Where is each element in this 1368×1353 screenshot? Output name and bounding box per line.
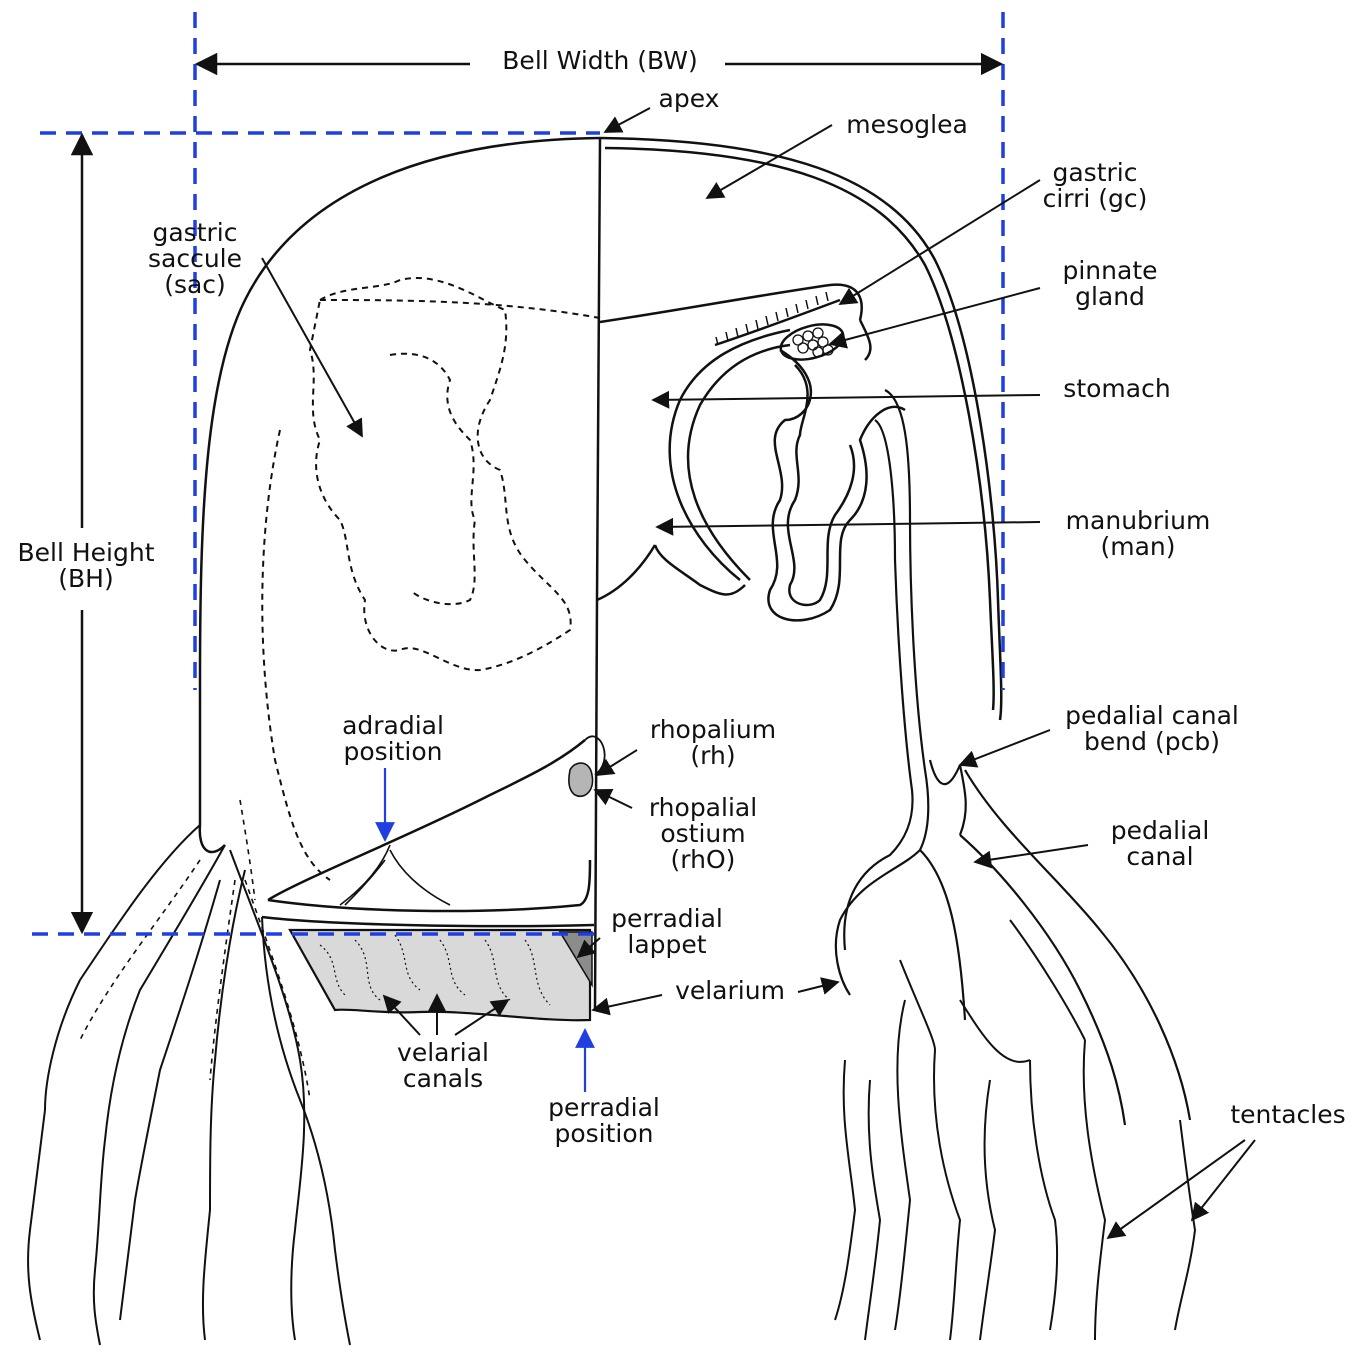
pedalial-canal-label: pedalial canal: [1109, 818, 1212, 870]
gastric-cirri-label: gastric cirri (gc): [1041, 160, 1150, 212]
adradial-frill: [340, 845, 450, 905]
stomach-label: stomach: [1061, 376, 1172, 402]
adradial-position-line-1: adradial: [342, 713, 444, 739]
rhopalial-ostium-line-1: rhopalial: [649, 795, 757, 821]
perradial-lappet-line-1: perradial: [611, 906, 723, 932]
measurement-guides: [32, 12, 1003, 934]
bell-height-label: Bell Height (BH): [15, 540, 156, 592]
bell-width-label: Bell Width (BW): [500, 48, 699, 74]
tentacles-label: tentacles: [1228, 1102, 1347, 1128]
perradial-position-line-1: perradial: [548, 1095, 660, 1121]
manubrium-label: manubrium (man): [1064, 508, 1213, 560]
gastric-saccule-label: gastric saccule (sac): [146, 220, 244, 298]
gastric-cirri-line-1: gastric: [1043, 160, 1148, 186]
velarium-label: velarium: [673, 978, 787, 1004]
pedalial-canal-line-2: canal: [1111, 844, 1210, 870]
pedalial-canal: [836, 390, 1190, 1125]
gastric-saccule: [262, 278, 600, 880]
pinnate-gland-line-1: pinnate: [1062, 258, 1157, 284]
mesoglea-label: mesoglea: [844, 112, 970, 138]
rhopalial-ostium-line-2: ostium: [649, 821, 757, 847]
perradial-position-label: perradial position: [546, 1095, 662, 1147]
apex-label: apex: [657, 86, 722, 112]
rhopalium-line-2: (rh): [650, 743, 776, 769]
right-tentacles: [835, 920, 1195, 1340]
pinnate-gland-line-2: gland: [1062, 284, 1157, 310]
velarial-canals-line-1: velarial: [397, 1040, 489, 1066]
pedalial-canal-bend-line-1: pedalial canal: [1065, 703, 1239, 729]
gastric-saccule-line-3: (sac): [148, 272, 242, 298]
rhopalial-ostium-label: rhopalial ostium (rhO): [647, 795, 759, 873]
perradial-lappet-line-2: lappet: [611, 932, 723, 958]
velarium: [290, 930, 592, 1020]
adradial-position-line-2: position: [342, 739, 444, 765]
pedalial-canal-bend-label: pedalial canal bend (pcb): [1063, 703, 1241, 755]
pedalial-canal-bend-line-2: bend (pcb): [1065, 729, 1239, 755]
bell-outline: [200, 138, 1001, 1010]
perradial-lappet-label: perradial lappet: [609, 906, 725, 958]
rhopalium-line-1: rhopalium: [650, 717, 776, 743]
gastric-saccule-line-1: gastric: [148, 220, 242, 246]
bell-height-line-1: Bell Height: [17, 540, 154, 566]
bell-height-line-2: (BH): [17, 566, 154, 592]
rhopalial-ostium-line-3: (rhO): [649, 847, 757, 873]
stomach-manubrium: [597, 285, 905, 621]
perradial-position-line-2: position: [548, 1121, 660, 1147]
left-tentacle-canals: [80, 800, 310, 1100]
adradial-position-label: adradial position: [340, 713, 446, 765]
gastric-saccule-line-2: saccule: [148, 246, 242, 272]
rhopalium: [569, 736, 605, 796]
pinnate-gland-label: pinnate gland: [1060, 258, 1159, 310]
pedalial-canal-line-1: pedalial: [1111, 818, 1210, 844]
rhopalium-label: rhopalium (rh): [648, 717, 778, 769]
manubrium-line-1: manubrium: [1066, 508, 1211, 534]
gastric-cirri-line-2: cirri (gc): [1043, 186, 1148, 212]
manubrium-line-2: (man): [1066, 534, 1211, 560]
velarial-canals-label: velarial canals: [395, 1040, 491, 1092]
velarial-canals-line-2: canals: [397, 1066, 489, 1092]
